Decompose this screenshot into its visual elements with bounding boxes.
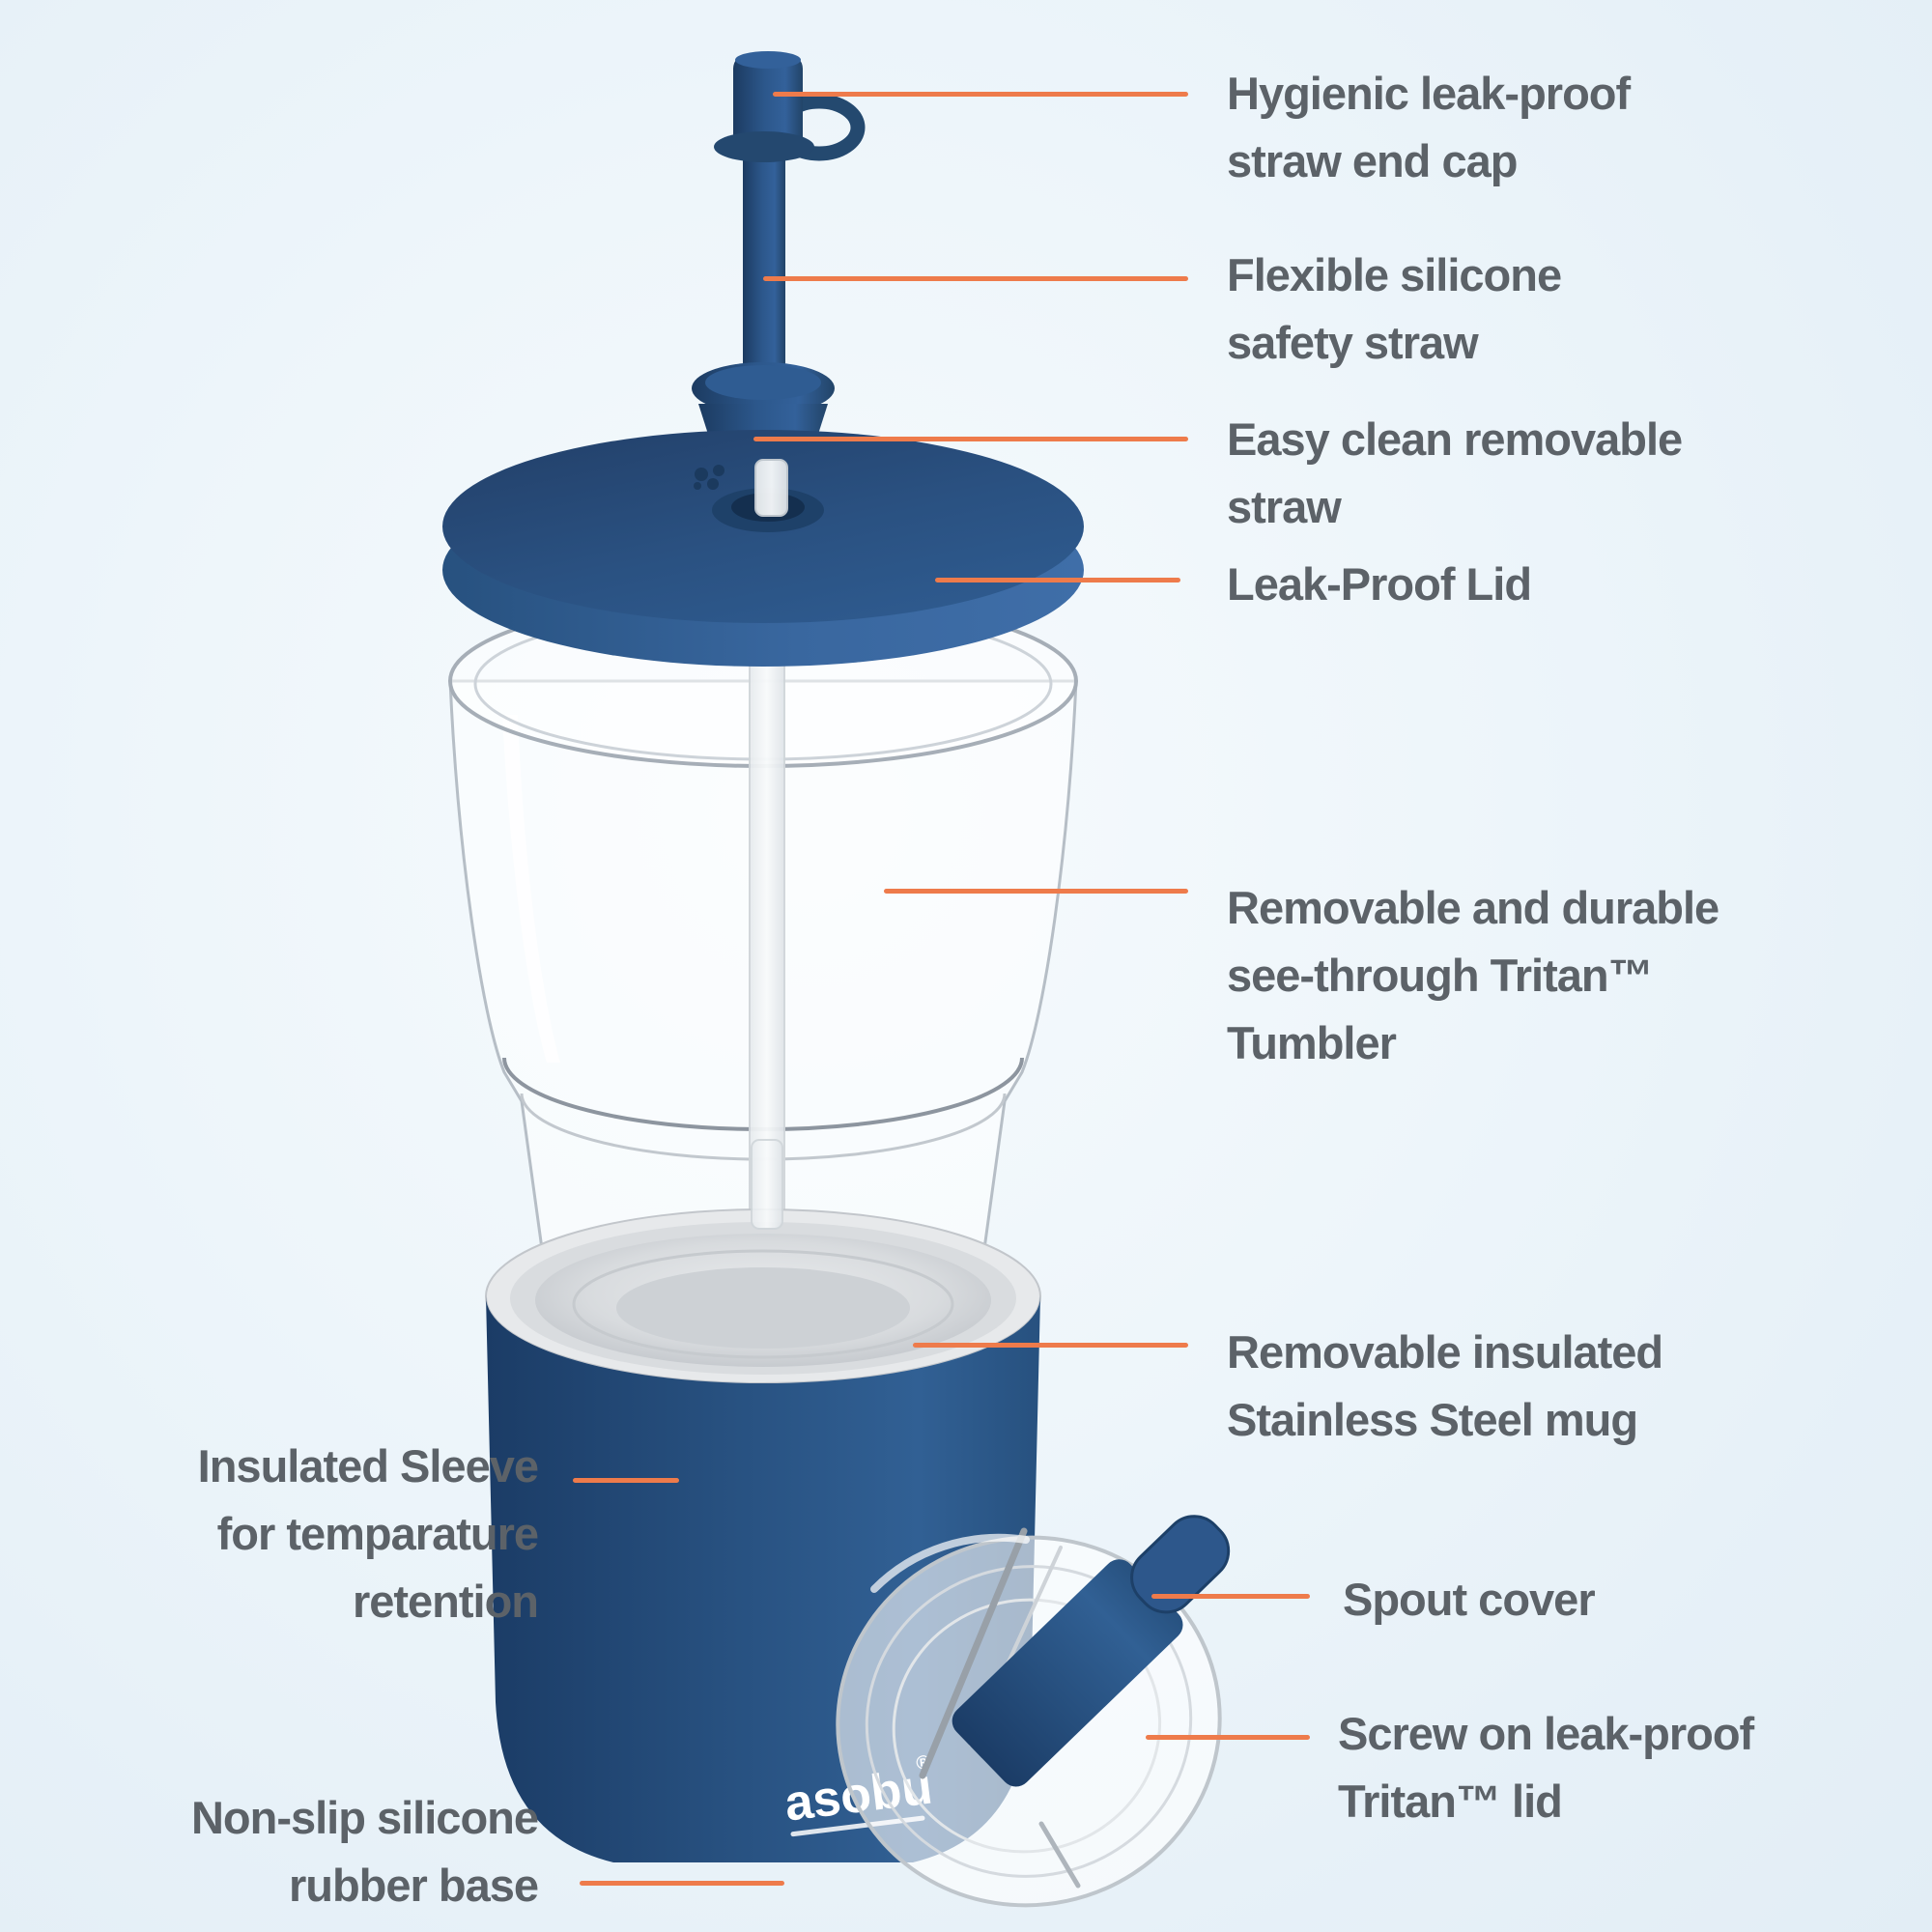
label-line: Spout cover xyxy=(1343,1574,1596,1625)
leader-tritan-lid xyxy=(1146,1735,1310,1740)
label-line: Flexible silicone xyxy=(1227,249,1562,300)
label-silicone-straw: Flexible silicone safety straw xyxy=(1227,242,1562,377)
label-line: Hygienic leak-proof xyxy=(1227,68,1631,119)
straw-assembly-illustration xyxy=(692,51,866,466)
straw-cap-band xyxy=(714,131,814,162)
mug-steel-ring-2 xyxy=(572,1249,954,1359)
label-removable-straw: Easy clean removable straw xyxy=(1227,406,1683,541)
leader-silicone-straw xyxy=(763,276,1188,281)
label-line: Tumbler xyxy=(1227,1017,1397,1068)
tritan-lid-ring-1 xyxy=(865,1565,1193,1878)
straw-cap-top-highlight xyxy=(735,51,801,69)
label-line: Tritan™ lid xyxy=(1338,1776,1563,1827)
leader-straw-end-cap xyxy=(773,92,1188,97)
label-line: Screw on leak-proof xyxy=(1338,1708,1754,1759)
leader-rubber-base xyxy=(580,1881,784,1886)
leader-stainless-mug xyxy=(913,1343,1188,1348)
tritan-lid-ring-2 xyxy=(892,1598,1162,1854)
label-leak-proof-lid: Leak-Proof Lid xyxy=(1227,551,1532,618)
label-line: safety straw xyxy=(1227,317,1479,368)
label-line: Removable insulated xyxy=(1227,1326,1663,1378)
lid-straw-stub xyxy=(754,459,788,517)
label-line: retention xyxy=(352,1576,539,1627)
lid-track-edge-3 xyxy=(1038,1821,1081,1889)
tritan-lid-highlight xyxy=(870,1533,1030,1593)
spout-cover-illustration xyxy=(952,1515,1231,1787)
label-tritan-tumbler: Removable and durable see-through Tritan… xyxy=(1227,874,1719,1077)
straw-end-cap-part xyxy=(733,54,803,156)
label-line: Removable and durable xyxy=(1227,882,1719,933)
mug-steel-bottom xyxy=(616,1267,910,1349)
label-line: Non-slip silicone xyxy=(190,1792,539,1843)
label-line: Insulated Sleeve xyxy=(197,1440,539,1492)
label-line: rubber base xyxy=(288,1860,539,1911)
label-line: Easy clean removable xyxy=(1227,413,1683,465)
label-tritan-lid: Screw on leak-proof Tritan™ lid xyxy=(1338,1700,1754,1835)
label-spout-cover: Spout cover xyxy=(1343,1566,1596,1634)
clear-straw-tip xyxy=(751,1139,783,1230)
tumbler-sheen xyxy=(502,715,560,1063)
lid-logo-mark xyxy=(694,465,724,490)
label-line: see-through Tritan™ xyxy=(1227,950,1654,1001)
label-line: Stainless Steel mug xyxy=(1227,1394,1638,1445)
spout-slider-body xyxy=(952,1559,1183,1787)
leader-spout-cover xyxy=(1151,1594,1310,1599)
leak-proof-lid-illustration xyxy=(442,430,1084,667)
label-line: for temparature xyxy=(216,1508,539,1559)
lid-track-edge-1 xyxy=(919,1527,1028,1779)
tritan-lid-illustration xyxy=(836,1515,1231,1908)
spout-knob xyxy=(1130,1515,1231,1614)
label-line: straw xyxy=(1227,481,1342,532)
straw-flange-top xyxy=(705,365,821,400)
label-straw-end-cap: Hygienic leak-proof straw end cap xyxy=(1227,60,1631,195)
silicone-straw-tube xyxy=(743,135,785,386)
leader-removable-straw xyxy=(753,437,1188,441)
leader-leak-proof-lid xyxy=(935,578,1180,582)
label-insulated-sleeve: Insulated Sleeve for temparature retenti… xyxy=(197,1433,539,1635)
label-stainless-mug: Removable insulated Stainless Steel mug xyxy=(1227,1319,1663,1454)
label-line: Leak-Proof Lid xyxy=(1227,558,1532,610)
label-line: straw end cap xyxy=(1227,135,1518,186)
label-rubber-base: Non-slip silicone rubber base xyxy=(190,1784,539,1919)
leader-insulated-sleeve xyxy=(573,1478,679,1483)
leader-tritan-tumbler xyxy=(884,889,1188,894)
